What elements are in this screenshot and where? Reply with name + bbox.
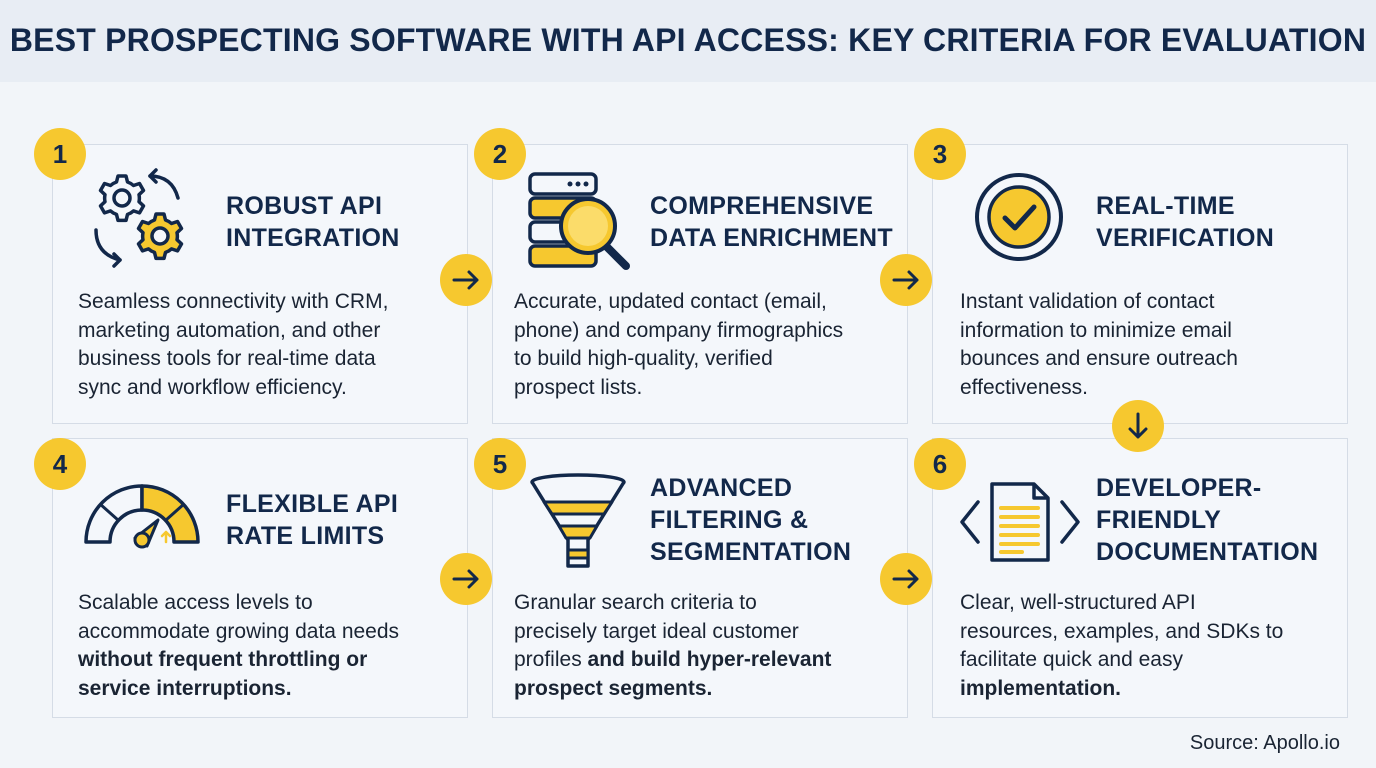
header-banner: BEST PROSPECTING SOFTWARE WITH API ACCES… bbox=[0, 0, 1376, 82]
desc-bold-text: without frequent throttling or bbox=[78, 648, 368, 671]
card-title-line: FLEXIBLE API bbox=[226, 490, 399, 518]
desc-line: Granular search criteria to bbox=[514, 591, 757, 614]
desc-line: business tools for real-time data bbox=[78, 347, 376, 370]
flow-arrow-right-1 bbox=[440, 254, 492, 306]
card-title-line: DEVELOPER- bbox=[1096, 474, 1262, 502]
card-title-6: DEVELOPER- FRIENDLY DOCUMENTATION bbox=[1096, 472, 1318, 568]
card-title-line: DATA ENRICHMENT bbox=[650, 224, 893, 252]
desc-line: Accurate, updated contact (email, bbox=[514, 290, 827, 313]
desc-line: precisely target ideal customer bbox=[514, 619, 799, 643]
card-title-line: SEGMENTATION bbox=[650, 538, 852, 566]
step-badge-6: 6 bbox=[914, 438, 966, 490]
card-title-line: ROBUST API bbox=[226, 192, 383, 220]
flow-arrow-down bbox=[1112, 400, 1164, 452]
desc-line: Seamless connectivity with CRM, bbox=[78, 290, 389, 313]
desc-bold-text: prospect segments. bbox=[514, 676, 713, 700]
card-title-1: ROBUST API INTEGRATION bbox=[226, 190, 400, 254]
desc-bold-text: and build hyper-relevant bbox=[581, 648, 832, 671]
card-title-line: REAL-TIME bbox=[1096, 192, 1235, 220]
card-description-6: Clear, well-structured API resources, ex… bbox=[960, 589, 1283, 703]
card-title-3: REAL-TIME VERIFICATION bbox=[1096, 190, 1274, 254]
desc-line: prospect lists. bbox=[514, 375, 643, 399]
arrow-down-icon bbox=[1128, 412, 1148, 439]
desc-line: implementation. bbox=[960, 675, 1283, 704]
checkmark-circle-icon bbox=[974, 172, 1064, 267]
gears-sync-icon bbox=[88, 168, 192, 277]
step-badge-4: 4 bbox=[34, 438, 86, 490]
card-title-line: FRIENDLY bbox=[1096, 506, 1222, 534]
flow-arrow-right-2 bbox=[880, 254, 932, 306]
desc-line: sync and workflow efficiency. bbox=[78, 375, 347, 399]
speedometer-icon bbox=[80, 476, 204, 557]
card-title-line: RATE LIMITS bbox=[226, 522, 385, 550]
step-badge-2: 2 bbox=[474, 128, 526, 180]
desc-line: service interruptions. bbox=[78, 675, 399, 704]
flow-arrow-right-3 bbox=[440, 553, 492, 605]
desc-plain-text: profiles bbox=[514, 648, 582, 671]
desc-line: marketing automation, and other bbox=[78, 318, 381, 342]
source-credit: Source: Apollo.io bbox=[1189, 732, 1340, 754]
desc-line: information to minimize email bbox=[960, 318, 1232, 342]
page-title: BEST PROSPECTING SOFTWARE WITH API ACCES… bbox=[9, 22, 1367, 58]
database-search-icon bbox=[526, 170, 636, 279]
step-badge-5: 5 bbox=[474, 438, 526, 490]
card-title-line: VERIFICATION bbox=[1096, 224, 1275, 252]
desc-line: effectiveness. bbox=[960, 375, 1089, 399]
desc-line: bounces and ensure outreach bbox=[960, 347, 1238, 370]
step-badge-1: 1 bbox=[34, 128, 86, 180]
card-title-2: COMPREHENSIVE DATA ENRICHMENT bbox=[650, 190, 893, 254]
arrow-right-icon bbox=[452, 569, 479, 589]
step-badge-3: 3 bbox=[914, 128, 966, 180]
card-title-5: ADVANCED FILTERING & SEGMENTATION bbox=[650, 472, 851, 568]
arrow-right-icon bbox=[452, 270, 479, 290]
desc-line: profiles and build hyper-relevant bbox=[514, 646, 831, 675]
criteria-card-4 bbox=[52, 438, 468, 718]
desc-line: Scalable access levels to bbox=[78, 591, 313, 614]
desc-line: without frequent throttling or bbox=[78, 646, 399, 675]
funnel-icon bbox=[528, 472, 628, 577]
card-title-line: FILTERING & bbox=[650, 506, 809, 534]
desc-line: prospect segments. bbox=[514, 675, 831, 704]
card-title-line: COMPREHENSIVE bbox=[650, 192, 874, 220]
card-title-4: FLEXIBLE API RATE LIMITS bbox=[226, 488, 398, 552]
card-title-line: INTEGRATION bbox=[226, 224, 400, 252]
card-title-line: DOCUMENTATION bbox=[1096, 538, 1319, 566]
card-description-1: Seamless connectivity with CRM, marketin… bbox=[78, 288, 388, 402]
card-title-line: ADVANCED bbox=[650, 474, 793, 502]
card-description-2: Accurate, updated contact (email, phone)… bbox=[514, 288, 843, 402]
arrow-right-icon bbox=[892, 569, 919, 589]
desc-line: to build high-quality, verified bbox=[514, 347, 773, 370]
card-description-3: Instant validation of contact informatio… bbox=[960, 288, 1238, 402]
arrow-right-icon bbox=[892, 270, 919, 290]
desc-line: Clear, well-structured API bbox=[960, 591, 1196, 614]
desc-line: facilitate quick and easy bbox=[960, 648, 1183, 671]
code-document-icon bbox=[958, 480, 1082, 569]
desc-bold-text: service interruptions. bbox=[78, 676, 292, 700]
desc-line: phone) and company firmographics bbox=[514, 318, 844, 342]
card-description-5: Granular search criteria to precisely ta… bbox=[514, 589, 831, 703]
flow-arrow-right-4 bbox=[880, 553, 932, 605]
desc-line: resources, examples, and SDKs to bbox=[960, 619, 1284, 643]
card-description-4: Scalable access levels to accommodate gr… bbox=[78, 589, 399, 703]
desc-line: accommodate growing data needs bbox=[78, 619, 400, 643]
desc-bold-text: implementation. bbox=[960, 676, 1122, 700]
desc-line: Instant validation of contact bbox=[960, 290, 1215, 313]
